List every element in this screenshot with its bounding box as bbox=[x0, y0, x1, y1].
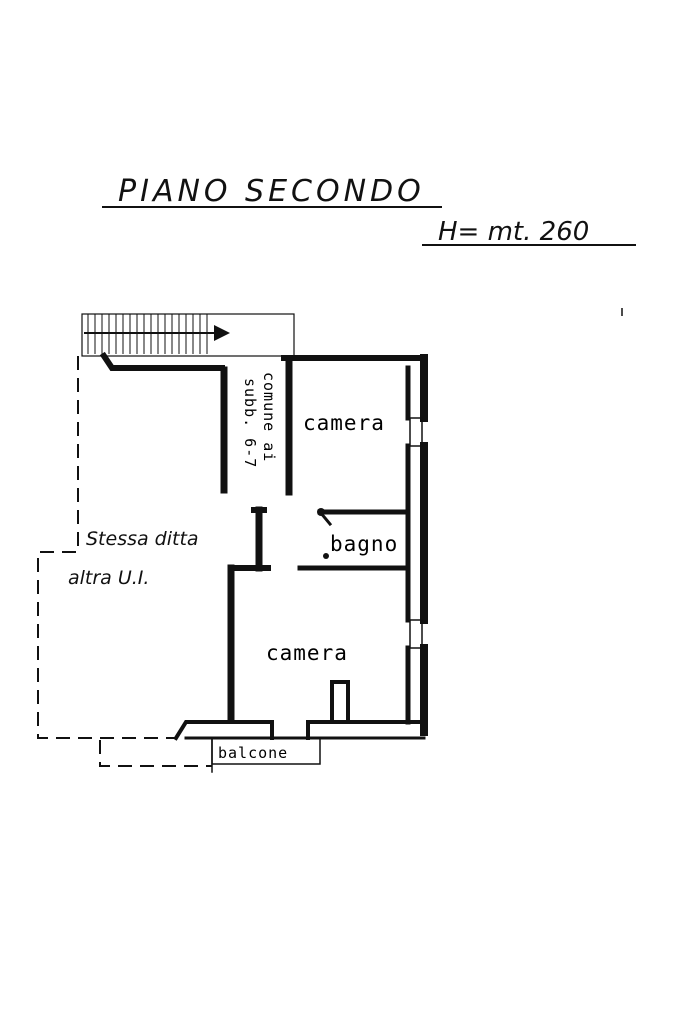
room-label-bagno: bagno bbox=[330, 532, 398, 556]
floor-title: PIANO SECONDO bbox=[118, 174, 425, 209]
walls bbox=[99, 351, 428, 773]
other-unit-label-line1: Stessa ditta bbox=[86, 528, 199, 550]
title-block: PIANO SECONDO H= mt. 260 bbox=[102, 174, 636, 247]
corridor-label-line2: subb. 6-7 bbox=[241, 378, 259, 468]
stair-direction-arrow-icon bbox=[214, 325, 230, 341]
other-unit-boundary bbox=[37, 356, 212, 767]
other-unit-label-line2: altra U.I. bbox=[68, 567, 149, 589]
room-label-balcone: balcone bbox=[218, 744, 288, 762]
corridor-label-line1: comune ai bbox=[260, 372, 278, 462]
room-label-camera-lower: camera bbox=[266, 641, 348, 665]
height-label: H= mt. 260 bbox=[438, 217, 589, 247]
room-label-camera-upper: camera bbox=[303, 411, 385, 435]
staircase bbox=[81, 313, 295, 357]
